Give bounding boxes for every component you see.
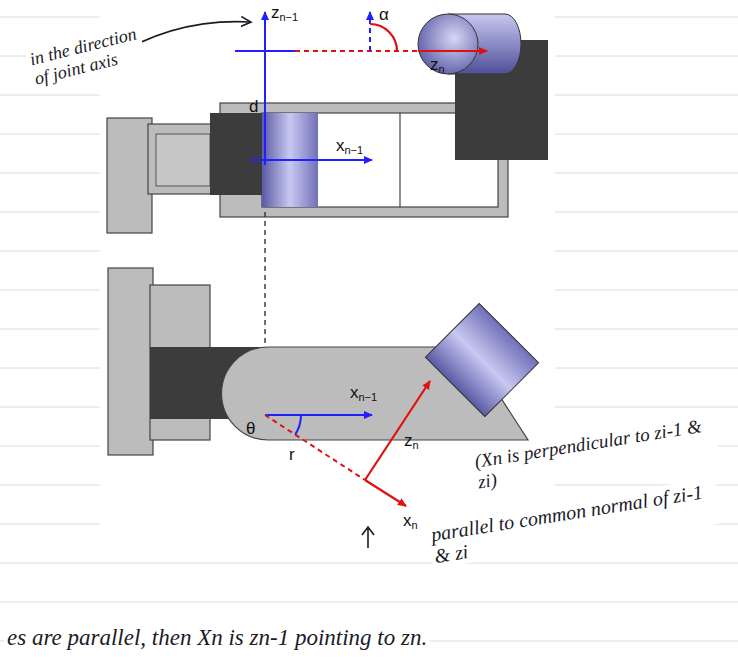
axis-label: xn [403,512,418,531]
axis-label: xn−1 [336,137,363,156]
angle-label: α [379,6,389,25]
axis-label: zn [404,432,419,451]
handwritten-note: es are parallel, then Xn is zn-1 pointin… [4,624,430,651]
angle-label: θ [246,420,255,439]
axis-label: zn [430,56,445,75]
length-label: r [289,446,295,465]
offset-label: d [249,98,258,117]
axis-label: zn−1 [271,4,298,23]
axis-label: xn−1 [350,384,377,403]
